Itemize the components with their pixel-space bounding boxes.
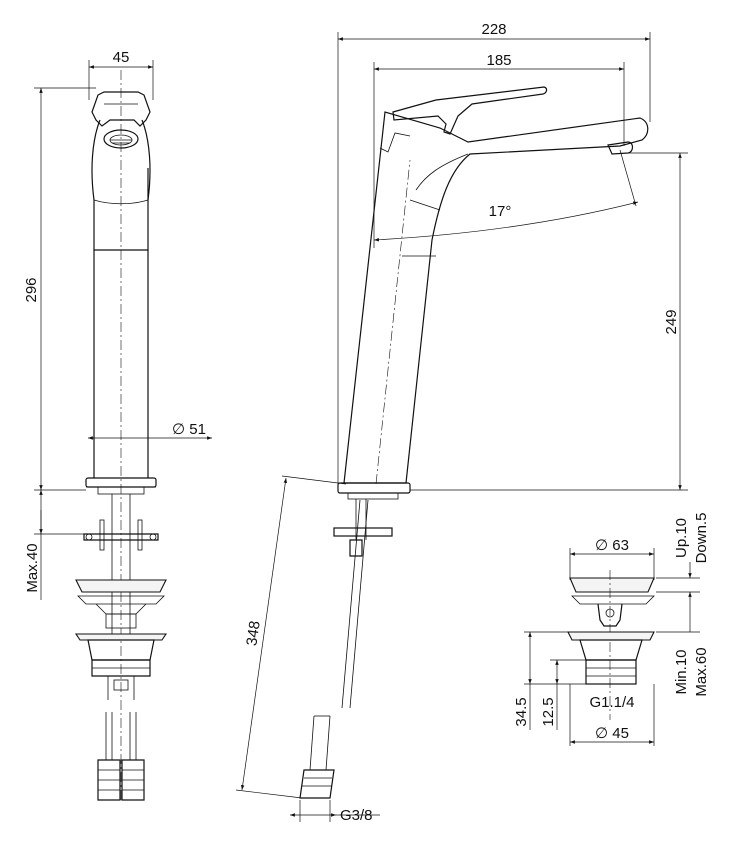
dim-waste-body-height: 34.5 — [513, 697, 530, 726]
side-mixer-body — [343, 111, 649, 484]
dim-spout-height: 249 — [663, 309, 680, 334]
side-dimensions: 228 185 17° 249 348 G3/8 — [235, 21, 688, 824]
lever-handle — [91, 91, 151, 127]
dim-front-height: 296 — [23, 277, 40, 302]
dim-waste-up: Up.10 — [673, 518, 690, 558]
dim-swivel-angle: 17° — [489, 203, 512, 220]
dim-waste-min: Min.10 — [673, 649, 690, 694]
dim-waste-cap-diameter: ∅ 63 — [595, 537, 629, 554]
front-dimensions: 45 296 ∅ 51 Max.40 — [23, 49, 212, 600]
dim-overall-width: 228 — [481, 21, 506, 38]
dim-shank-diameter: ∅ 51 — [172, 421, 206, 438]
waste-dimensions: ∅ 63 Up.10 Down.5 Min.10 Max.60 34.5 12.… — [513, 513, 710, 746]
dim-hose-length: 348 — [243, 620, 263, 647]
dim-hose-thread: G3/8 — [340, 807, 373, 824]
side-lever — [392, 86, 548, 135]
waste-detail — [567, 570, 655, 720]
dim-waste-down: Down.5 — [693, 513, 710, 564]
dim-waste-thread-height: 12.5 — [540, 697, 557, 726]
front-view — [74, 70, 168, 801]
dim-max-deck: Max.40 — [24, 543, 41, 592]
dim-waste-thread: G1.1/4 — [589, 694, 634, 711]
dim-front-width: 45 — [113, 49, 130, 66]
dim-waste-max: Max.60 — [693, 647, 710, 696]
side-view — [299, 86, 649, 799]
dim-spout-reach: 185 — [486, 52, 511, 69]
dim-waste-body-diameter: ∅ 45 — [595, 725, 629, 742]
